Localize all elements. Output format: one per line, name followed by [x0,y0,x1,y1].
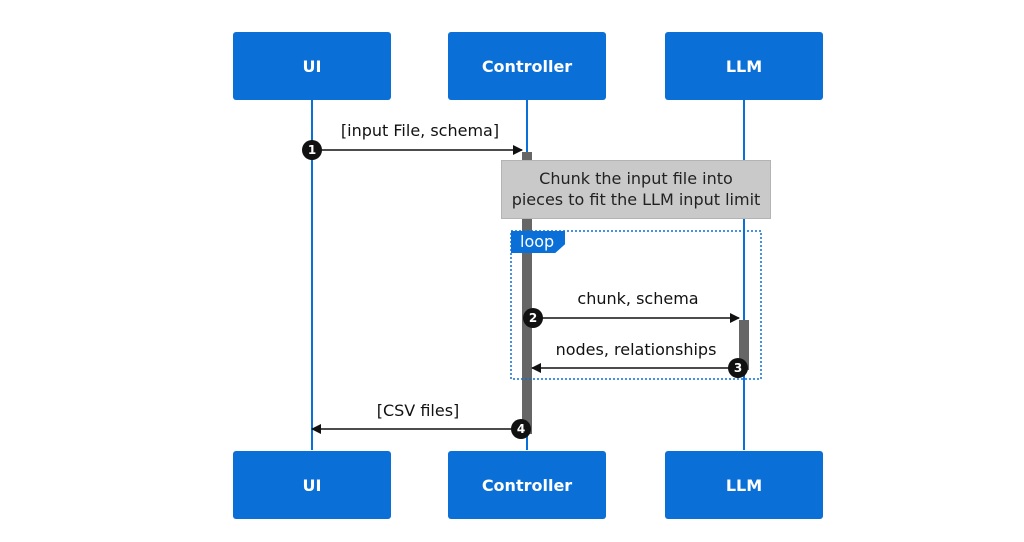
actor-top-llm: LLM [665,32,823,100]
actor-bottom-controller: Controller [448,451,606,519]
actor-bottom-ui: UI [233,451,391,519]
message-label-1: [input File, schema] [340,121,500,140]
actor-top-controller: Controller [448,32,606,100]
actor-label: UI [302,475,322,495]
loop-label: loop [511,231,565,253]
actor-label: LLM [725,475,763,495]
message-label-3: nodes, relationships [555,340,717,359]
note-line-2: pieces to fit the LLM input limit [511,190,761,209]
sequence-badge-3: 3 [728,358,748,378]
actor-top-ui: UI [233,32,391,100]
loop-frame [510,230,762,380]
sequence-badge-1: 1 [302,140,322,160]
actor-bottom-llm: LLM [665,451,823,519]
note-box: Chunk the input file into pieces to fit … [501,160,771,219]
message-label-4: [CSV files] [376,401,460,420]
message-label-2: chunk, schema [577,289,699,308]
activation-llm [739,320,749,370]
note-line-1: Chunk the input file into [539,169,733,188]
actor-label: UI [302,56,322,76]
sequence-badge-4: 4 [511,419,531,439]
actor-label: Controller [481,475,573,495]
actor-label: LLM [725,56,763,76]
sequence-badge-2: 2 [523,308,543,328]
actor-label: Controller [481,56,573,76]
activation-controller [522,152,532,434]
